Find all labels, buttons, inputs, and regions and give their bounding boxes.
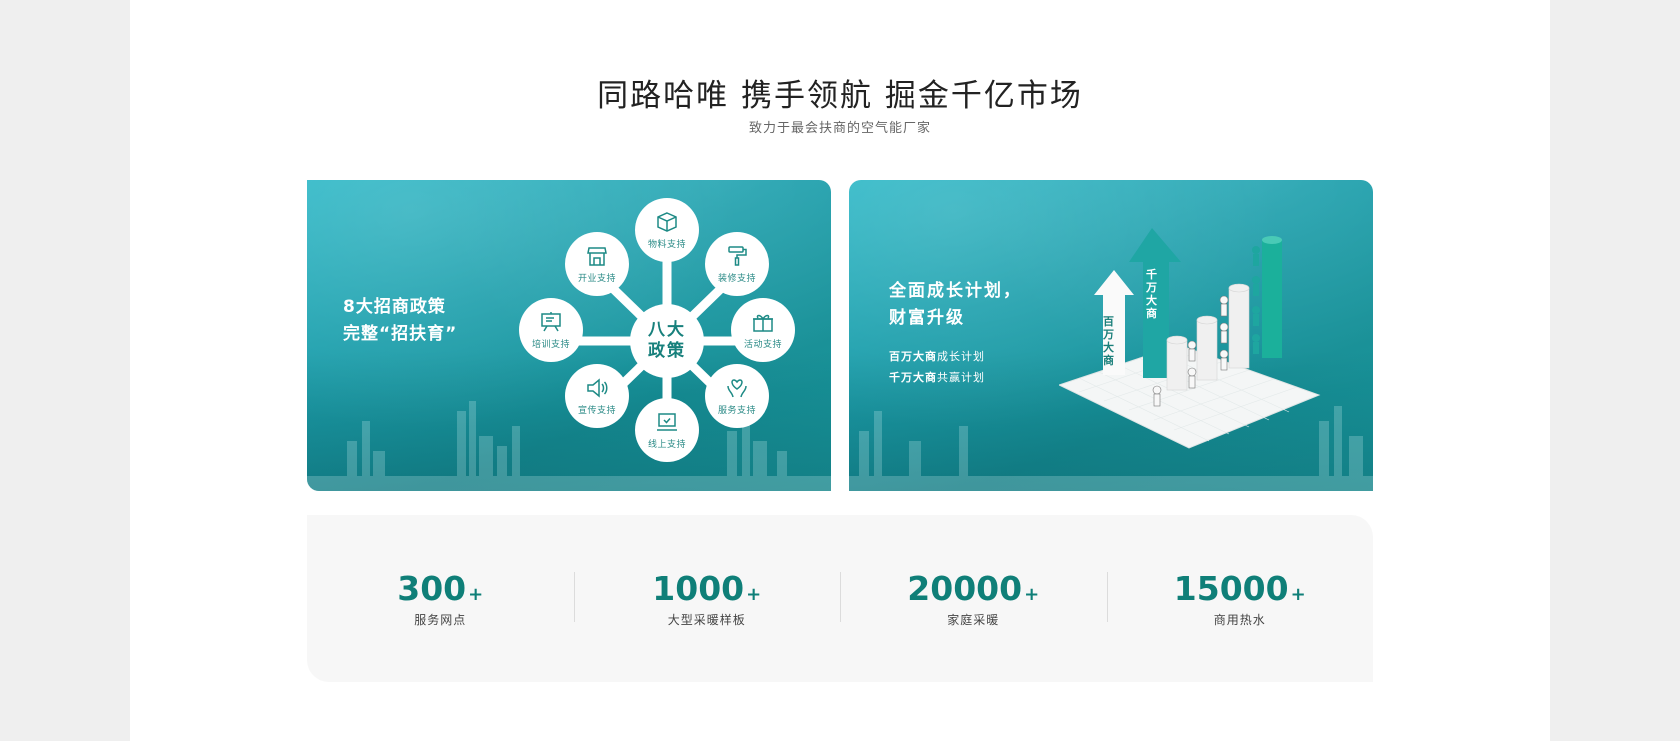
node-label: 开业支持 [577, 273, 616, 284]
paint-roller-icon [728, 245, 747, 266]
stat-label: 家庭采暖 [947, 612, 1000, 627]
growth-heading-line2: 财富升级 [889, 308, 965, 328]
plan-ten-million-rest: 共赢计划 [937, 371, 985, 384]
growth-illustration [1059, 228, 1321, 449]
storefront-icon [587, 246, 607, 266]
laptop-check-icon [657, 412, 677, 431]
stats-panel: 300+ 服务网点 1000+ 大型采暖样板 20000+ 家庭采暖 15000… [307, 515, 1373, 682]
stat-value: 1000 [652, 568, 745, 608]
presentation-board-icon [541, 311, 561, 331]
growth-heading: 全面成长计划， 财富升级 [889, 278, 1022, 332]
gift-icon [753, 314, 773, 332]
node-label: 宣传支持 [577, 405, 616, 416]
stat-suffix: + [1290, 583, 1306, 605]
page-title: 同路哈唯 携手领航 掘金千亿市场 [597, 78, 1083, 114]
plan-million-bold: 百万大商 [889, 350, 937, 363]
growth-card: 全面成长计划， 财富升级 百万大商成长计划 千万大商共赢计划 [849, 180, 1373, 491]
growth-heading-line1: 全面成长计划， [889, 281, 1022, 301]
city-skyline-decoration [849, 406, 1373, 491]
stat-commercial-hot-water: 15000+ 商用热水 [1106, 568, 1374, 628]
policy-node-decoration: 装修支持 [705, 232, 769, 296]
stat-suffix: + [1024, 583, 1040, 605]
node-label: 线上支持 [647, 439, 686, 450]
policy-heading-line2: 完整“招扶育” [343, 324, 458, 344]
policy-card: 8大招商政策 完整“招扶育” 八大 政策 物料支持 装修支持 活动支持 [307, 180, 831, 491]
policy-heading: 8大招商政策 完整“招扶育” [343, 294, 457, 348]
policy-node-materials: 物料支持 [635, 198, 699, 262]
heart-hands-icon [727, 378, 747, 397]
stat-value: 20000 [907, 568, 1023, 608]
plan-ten-million: 千万大商共赢计划 [889, 367, 985, 388]
stat-suffix: + [468, 583, 484, 605]
policy-node-service: 服务支持 [705, 364, 769, 428]
node-label: 服务支持 [717, 405, 756, 416]
stat-home-heating: 20000+ 家庭采暖 [840, 568, 1107, 628]
stat-label: 商用热水 [1213, 612, 1266, 627]
stat-suffix: + [746, 583, 762, 605]
plan-ten-million-bold: 千万大商 [889, 371, 937, 384]
arrow-small-label: 百万大商 [1103, 315, 1114, 367]
policy-node-publicity: 宣传支持 [565, 364, 629, 428]
growth-plans: 百万大商成长计划 千万大商共赢计划 [889, 346, 985, 388]
stat-label: 服务网点 [414, 612, 467, 627]
plan-million-rest: 成长计划 [937, 350, 985, 363]
city-skyline-decoration [307, 401, 831, 491]
stat-service-points: 300+ 服务网点 [307, 568, 574, 628]
plan-million: 百万大商成长计划 [889, 346, 985, 367]
stat-label: 大型采暖样板 [667, 612, 746, 627]
node-label: 装修支持 [717, 273, 756, 284]
hub-line2: 政策 [648, 341, 686, 361]
stat-value: 15000 [1173, 568, 1289, 608]
page-subtitle: 致力于最会扶商的空气能厂家 [748, 121, 931, 136]
policy-heading-line1: 8大招商政策 [343, 297, 446, 317]
box-icon [657, 211, 677, 232]
policy-node-opening: 开业支持 [565, 232, 629, 296]
stat-value: 300 [397, 568, 467, 608]
hub-line1: 八大 [648, 320, 686, 340]
arrow-big-label: 千万大商 [1146, 268, 1157, 320]
node-label: 培训支持 [531, 339, 570, 350]
stat-heating-showrooms: 1000+ 大型采暖样板 [573, 568, 841, 628]
node-label: 活动支持 [743, 339, 782, 350]
policy-hub: 八大 政策 [630, 304, 704, 378]
node-label: 物料支持 [647, 239, 686, 250]
policy-node-events: 活动支持 [731, 298, 795, 362]
policy-node-online: 线上支持 [635, 398, 699, 462]
policy-node-training: 培训支持 [519, 298, 583, 362]
speaker-icon [587, 377, 608, 398]
